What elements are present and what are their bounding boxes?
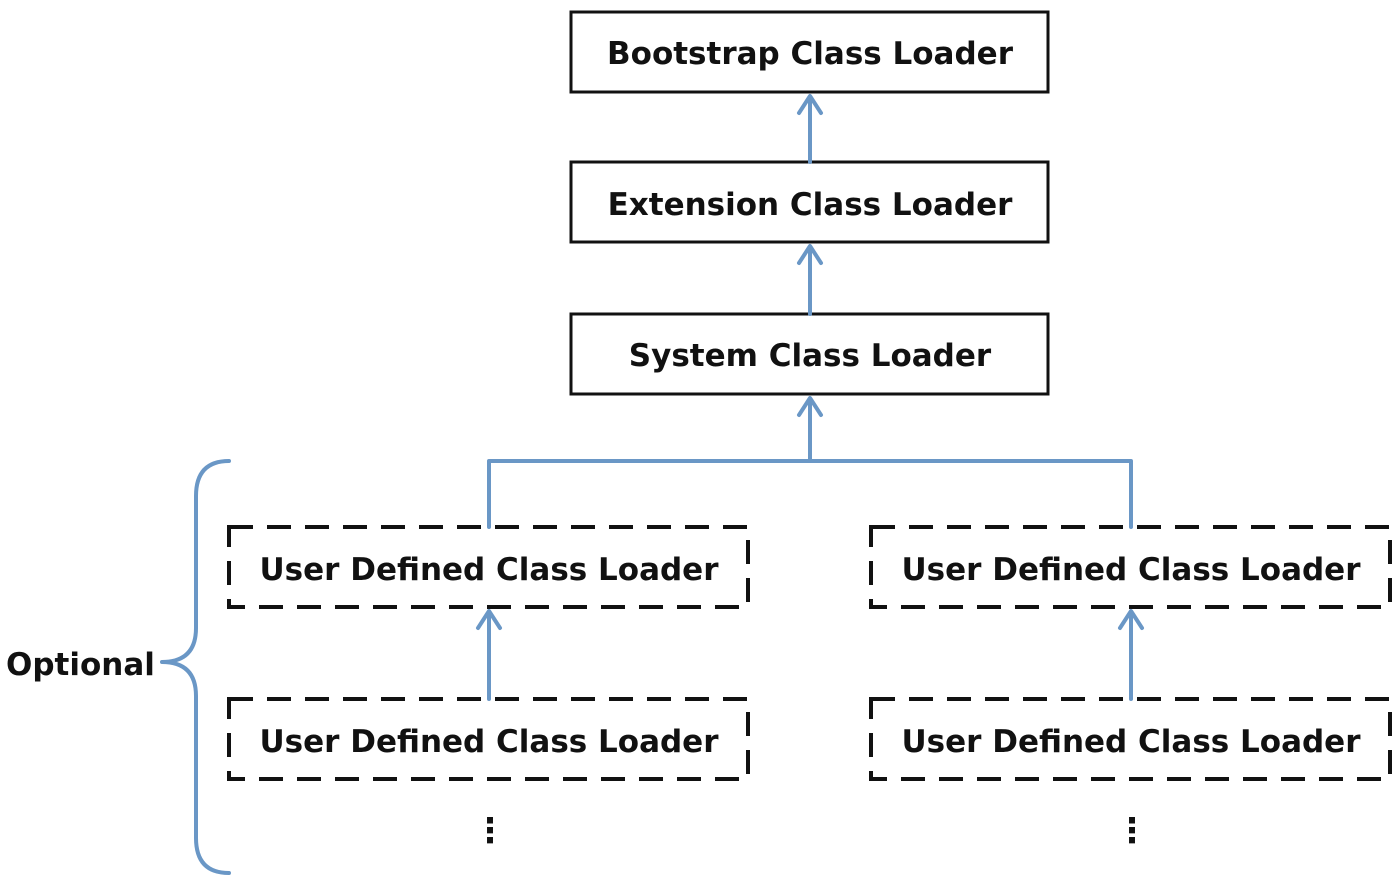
connector-arrows (476, 94, 1144, 701)
user-defined-class-loader-left-bottom-box (227, 697, 750, 781)
arrow-right-user-to-right-user-head (1118, 609, 1144, 630)
left-continuation-ellipsis: ⋮ (473, 811, 507, 851)
optional-curly-brace (160, 459, 231, 875)
user-defined-class-loader-left-bottom-node: User Defined Class Loader (227, 697, 750, 781)
user-defined-class-loader-right-bottom-box (869, 697, 1392, 781)
bootstrap-class-loader-label: Bootstrap Class Loader (607, 36, 1014, 72)
arrow-left-user-to-left-user-head (476, 609, 502, 630)
bootstrap-class-loader-box (569, 10, 1050, 94)
user-defined-class-loader-right-bottom-label: User Defined Class Loader (901, 724, 1361, 760)
user-defined-class-loader-right-top-box (869, 525, 1392, 609)
bootstrap-class-loader-node: Bootstrap Class Loader (569, 10, 1050, 94)
user-defined-class-loader-right-top-node: User Defined Class Loader (869, 525, 1392, 609)
branch-connector-line (487, 459, 1133, 529)
user-defined-class-loader-left-top-box (227, 525, 750, 609)
extension-class-loader-label: Extension Class Loader (608, 187, 1013, 223)
extension-class-loader-box (569, 160, 1050, 244)
arrow-extension-to-bootstrap-head (797, 94, 823, 115)
user-defined-class-loader-right-bottom-node: User Defined Class Loader (869, 697, 1392, 781)
user-defined-class-loader-left-top-label: User Defined Class Loader (259, 552, 719, 588)
system-class-loader-node: System Class Loader (569, 312, 1050, 396)
user-defined-class-loader-left-bottom-label: User Defined Class Loader (259, 724, 719, 760)
right-continuation-ellipsis: ⋮ (1115, 811, 1149, 851)
user-defined-class-loader-left-top-node: User Defined Class Loader (227, 525, 750, 609)
system-class-loader-label: System Class Loader (629, 338, 992, 374)
arrow-system-to-extension-head (797, 244, 823, 265)
optional-label: Optional (6, 647, 155, 683)
arrow-branch-to-system-head (797, 396, 823, 417)
user-defined-class-loader-right-top-label: User Defined Class Loader (901, 552, 1361, 588)
extension-class-loader-node: Extension Class Loader (569, 160, 1050, 244)
